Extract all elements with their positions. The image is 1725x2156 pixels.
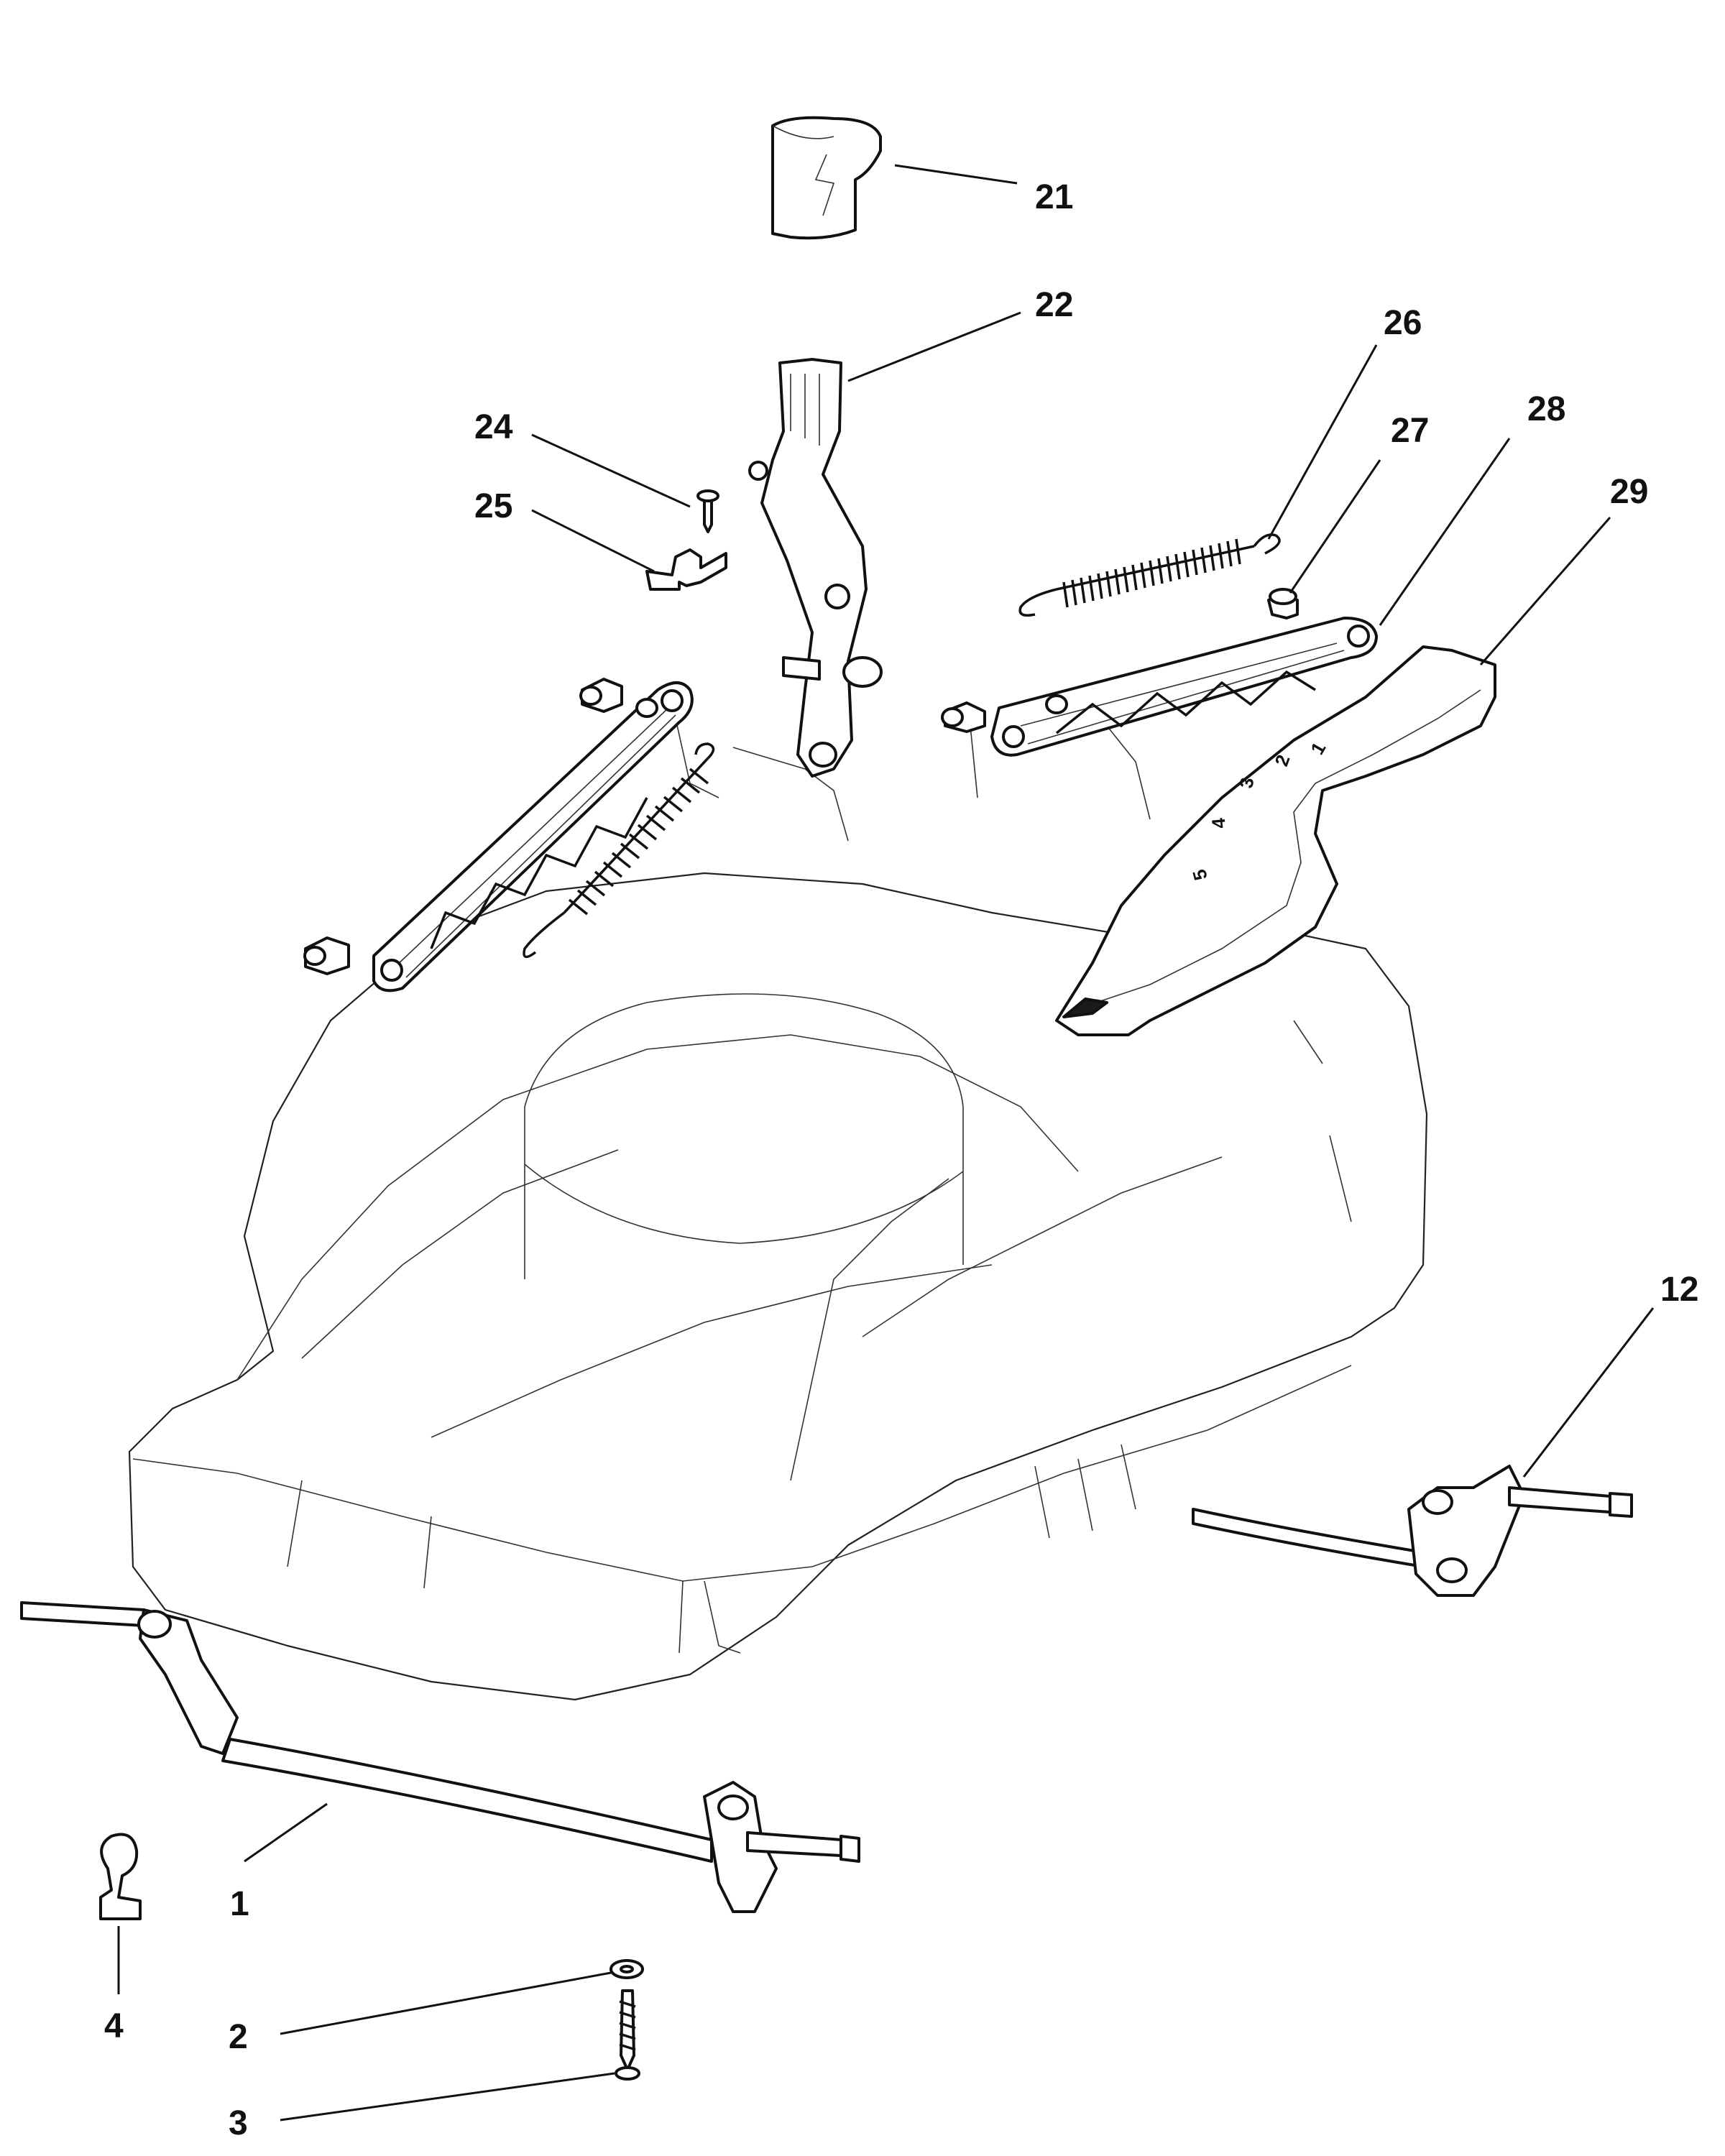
callout-2: 2 [229,2018,248,2056]
washer [610,1959,644,1979]
callout-1: 1 [230,1885,249,1923]
callout-29: 29 [1610,473,1648,511]
height-lever [748,358,883,778]
callout-4: 4 [104,2007,124,2045]
dial-mark-3: 3 [1235,776,1258,790]
leader-lines [117,164,1655,2122]
linkage-bar-left [372,681,694,992]
callout-22: 22 [1035,286,1073,324]
callout-24: 24 [474,408,513,446]
cable-bracket [645,548,727,591]
callout-12: 12 [1660,1271,1698,1309]
mower-deck [128,718,1428,1701]
callout-27: 27 [1391,412,1429,450]
front-axle [20,1601,860,1913]
small-screw [696,489,719,533]
screw [615,1989,640,2081]
callout-labels: 21 22 24 25 26 27 28 29 12 1 4 2 3 [104,178,1698,2142]
callout-21: 21 [1035,178,1073,216]
linkage-bar-right [990,617,1378,757]
pivot-pin-top-left [579,678,623,713]
pivot-pin-mid [941,701,986,733]
rear-axle [1192,1465,1633,1597]
dial-mark-4: 4 [1208,817,1230,830]
callout-3: 3 [229,2104,248,2142]
pivot-pin-top-right [1267,588,1299,619]
pivot-pin-bottom-left [303,936,350,975]
tension-spring-top [1018,533,1281,617]
tension-spring-left [523,742,715,959]
callout-28: 28 [1527,390,1565,428]
height-dial-cover: 1 2 3 4 5 [1055,645,1496,1036]
callout-26: 26 [1384,304,1422,342]
hook-clip [99,1833,142,1920]
callout-25: 25 [474,487,512,525]
height-adjust-knob [771,116,882,240]
